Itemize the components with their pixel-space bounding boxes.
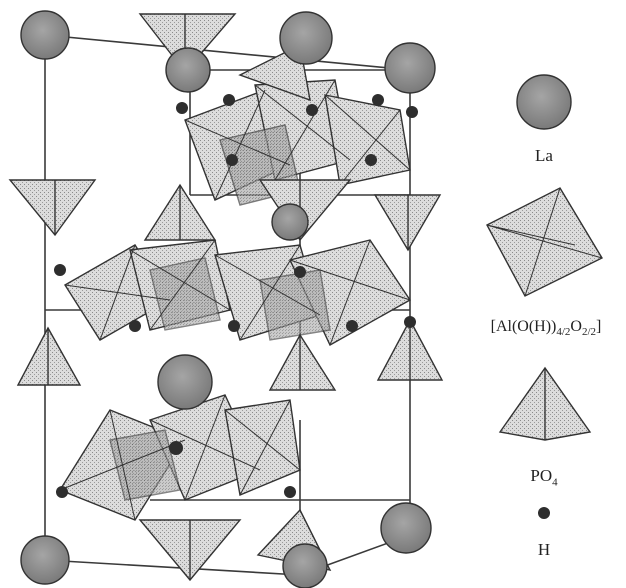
legend-label-al-octahedron: [Al(O(H))4/2O2/2] bbox=[490, 318, 602, 339]
legend bbox=[486, 74, 603, 519]
tetrahedra bbox=[8, 13, 444, 582]
legend-label-la: La bbox=[535, 146, 553, 165]
la-atoms bbox=[20, 10, 436, 588]
la-atom bbox=[380, 502, 432, 554]
h-atom bbox=[372, 94, 384, 106]
h-atom bbox=[294, 266, 306, 278]
h-atom bbox=[406, 106, 418, 118]
al-octahedron bbox=[224, 399, 301, 496]
h-atom bbox=[365, 154, 377, 166]
octahedron-icon bbox=[486, 187, 603, 297]
la-atom bbox=[165, 47, 211, 93]
la-atom bbox=[384, 42, 436, 94]
la-atom bbox=[279, 11, 333, 65]
h-atom bbox=[169, 441, 183, 455]
po4-tetrahedron bbox=[138, 13, 237, 74]
la-atom bbox=[20, 10, 70, 60]
h-atom bbox=[54, 264, 66, 276]
legend-label-po4: PO4 bbox=[530, 466, 558, 489]
legend-label-h: H bbox=[537, 540, 551, 559]
la-atom bbox=[20, 535, 70, 585]
po4-tetrahedron bbox=[268, 333, 337, 391]
la-atom bbox=[271, 203, 309, 241]
al-octahedron bbox=[259, 269, 331, 341]
al-octahedron bbox=[109, 429, 181, 501]
h-atom bbox=[129, 320, 141, 332]
tetrahedron-icon bbox=[498, 366, 592, 441]
po4-tetrahedron bbox=[8, 179, 97, 237]
al-octahedron bbox=[149, 257, 221, 331]
h-atom bbox=[56, 486, 68, 498]
al-octahedron bbox=[324, 94, 411, 186]
h-atom bbox=[404, 316, 416, 328]
hydrogen-dot-icon bbox=[538, 507, 550, 519]
h-atom bbox=[226, 154, 238, 166]
octahedra-bottom-layer bbox=[58, 394, 301, 521]
h-atom bbox=[223, 94, 235, 106]
la-atom bbox=[157, 354, 213, 410]
h-atom bbox=[176, 102, 188, 114]
h-atom bbox=[228, 320, 240, 332]
h-atom bbox=[306, 104, 318, 116]
la-sphere-icon bbox=[516, 74, 572, 130]
h-atoms bbox=[54, 94, 418, 498]
po4-tetrahedron bbox=[16, 326, 82, 386]
h-atom bbox=[284, 486, 296, 498]
la-atom bbox=[282, 543, 328, 588]
h-atom bbox=[346, 320, 358, 332]
